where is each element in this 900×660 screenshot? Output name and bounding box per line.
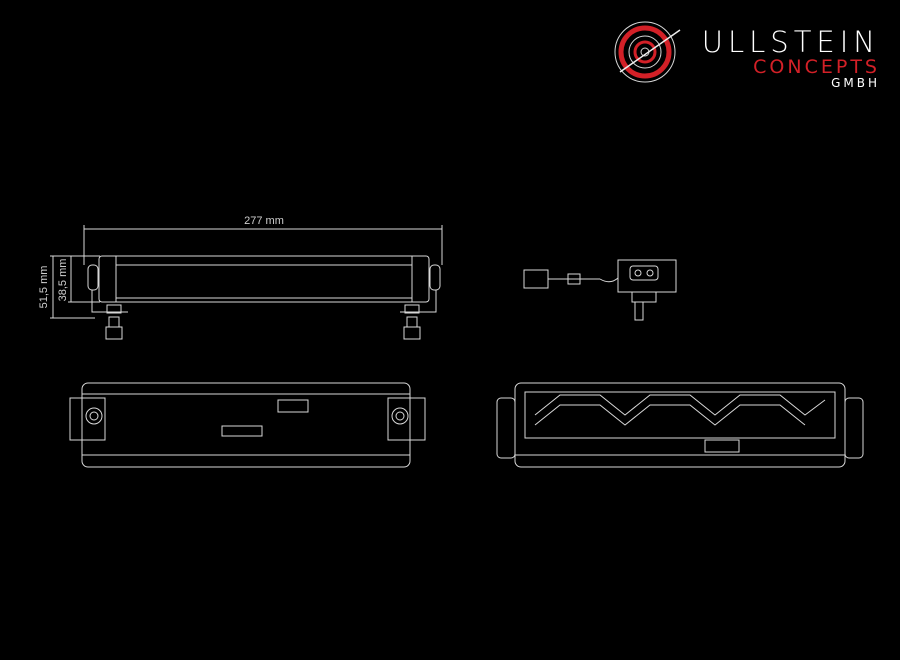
logo-concepts: CONCEPTS xyxy=(753,56,880,78)
side-view xyxy=(87,255,441,340)
rear-view xyxy=(69,382,426,468)
connector-view xyxy=(523,259,677,321)
company-logo: ULLSTEIN CONCEPTS GMBH xyxy=(688,27,880,90)
front-view xyxy=(496,382,864,468)
height-body-label: 38,5 mm xyxy=(57,259,69,302)
width-label: 277 mm xyxy=(244,215,284,227)
logo-emblem-icon xyxy=(614,21,681,83)
logo-ullstein: ULLSTEIN xyxy=(701,25,880,59)
width-dimension: 277 mm xyxy=(83,215,443,265)
height-dimensions: 51,5 mm 38,5 mm xyxy=(38,255,100,319)
height-total-label: 51,5 mm xyxy=(38,266,50,309)
logo-gmbh: GMBH xyxy=(831,76,880,90)
